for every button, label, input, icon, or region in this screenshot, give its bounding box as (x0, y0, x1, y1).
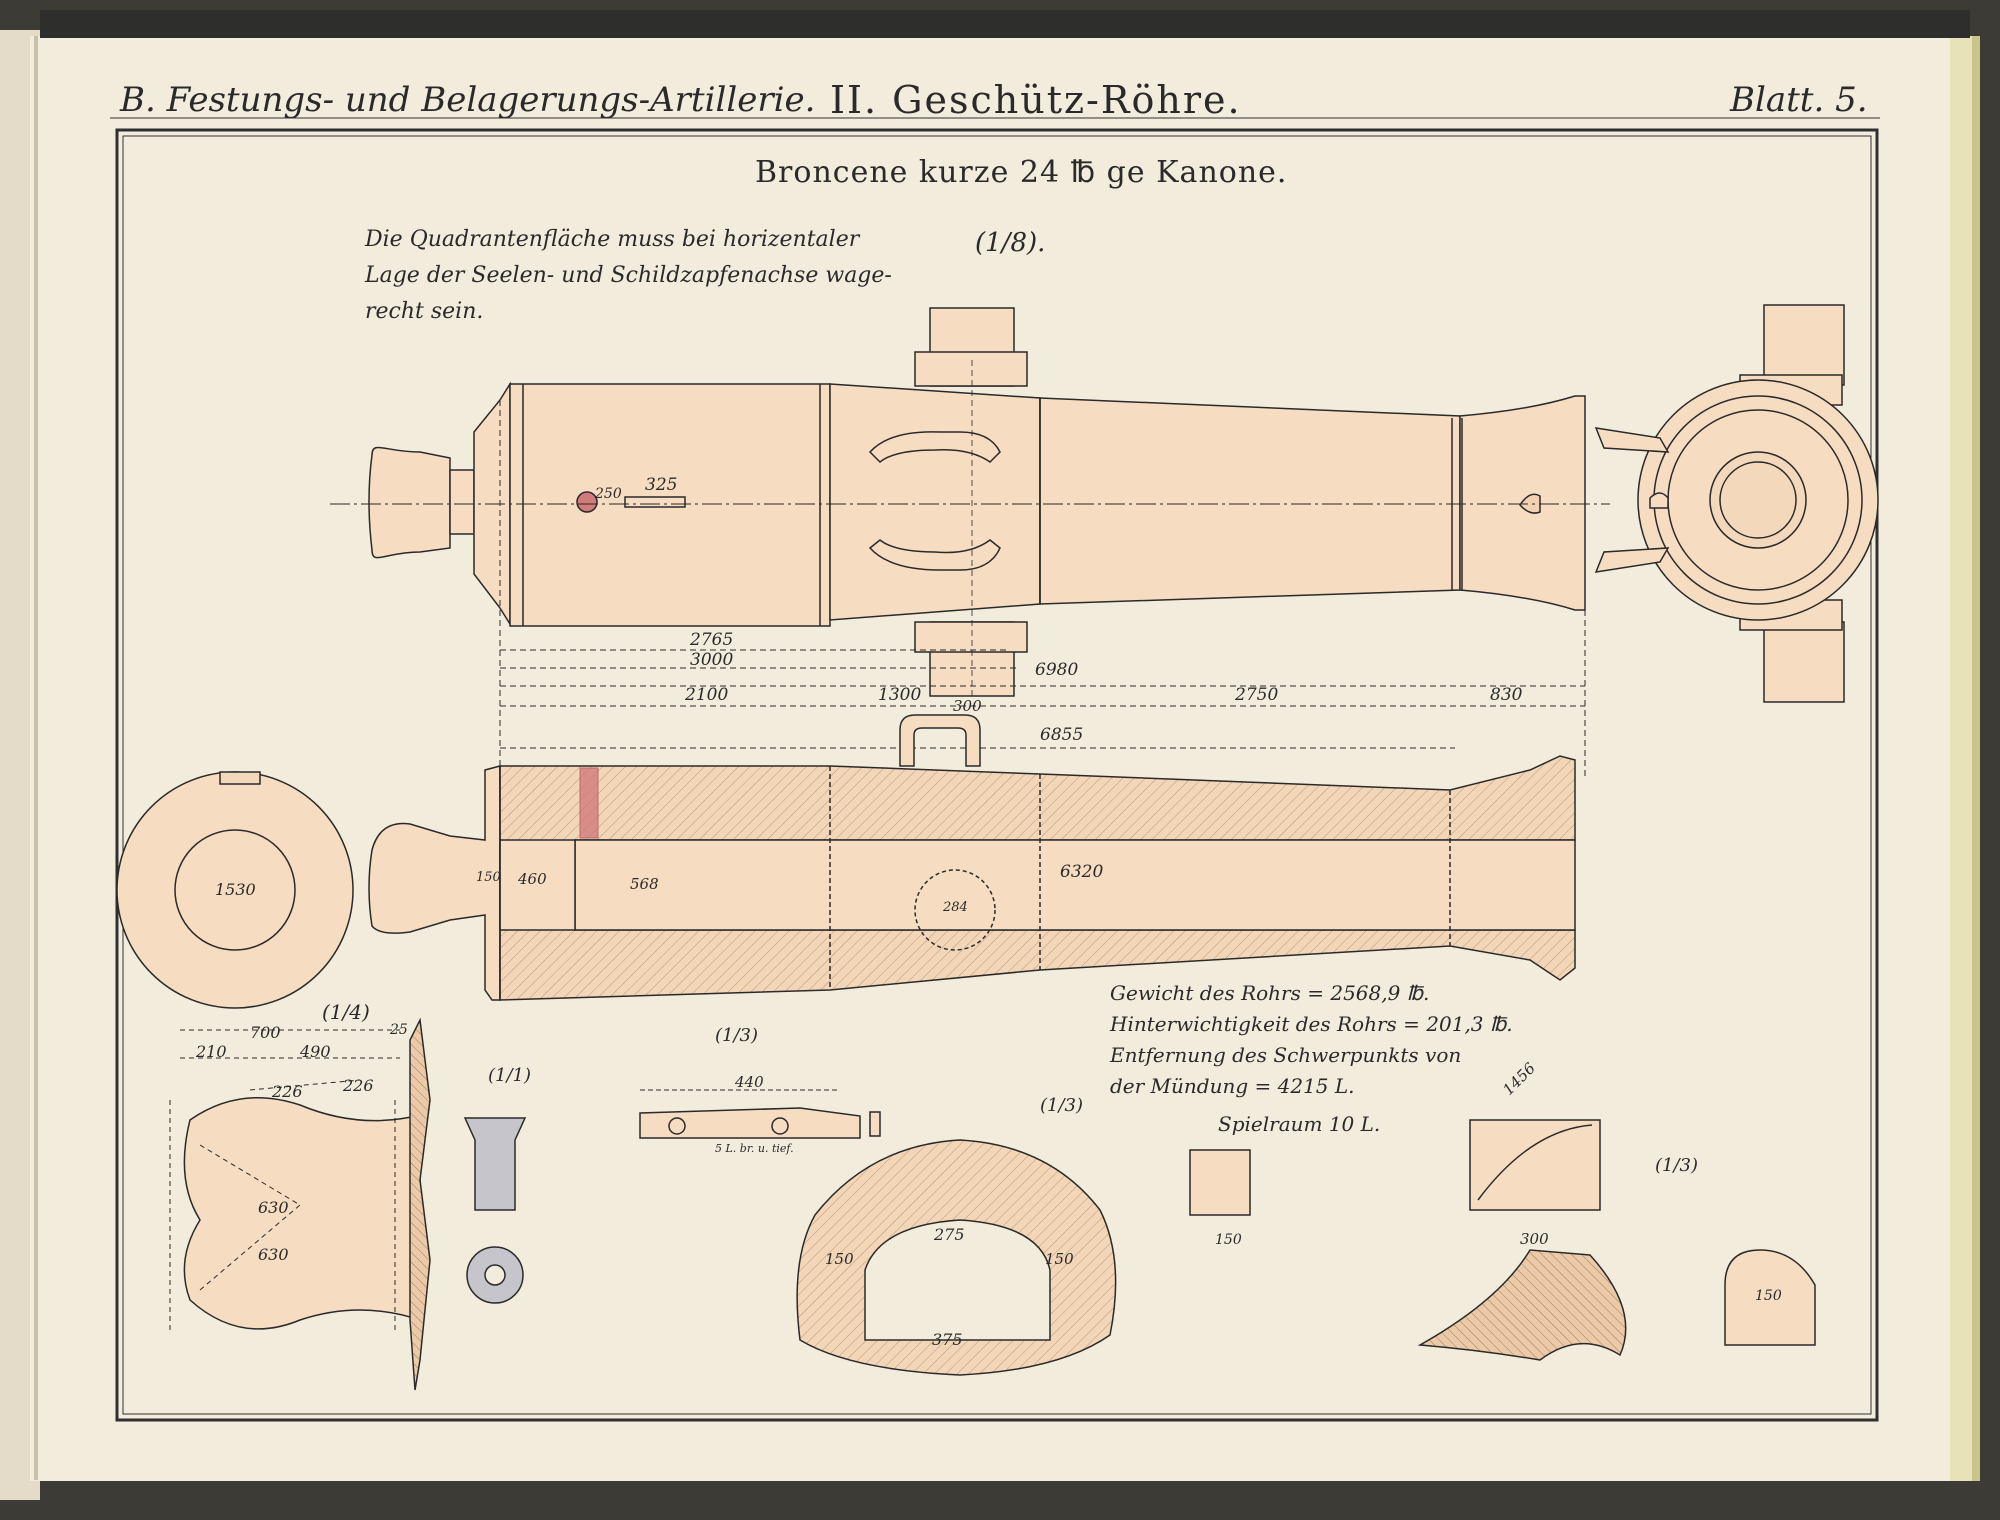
dim-label: 3000 (690, 650, 734, 670)
cannon-plan-view (368, 307, 1586, 697)
cannon-section-view (368, 714, 1576, 1001)
spec-cg-distance: Entfernung des Schwerpunkts von (1110, 1043, 1462, 1067)
section-heading: B. Festungs- und Belagerungs-Artillerie. (120, 80, 816, 120)
dim-label: 250 (595, 486, 622, 502)
sheet-number: Blatt. 5. (1730, 80, 1868, 120)
screw-detail (463, 1117, 527, 1304)
dim-label: 490 (300, 1042, 331, 1061)
note-line: Lage der Seelen- und Schildzapfenachse w… (365, 263, 892, 288)
dim-label: 375 (932, 1330, 963, 1349)
dim-label: 25 (390, 1022, 408, 1038)
dim-label: 325 (645, 475, 678, 495)
dimension-lines (499, 400, 1586, 780)
dim-label: 150 (1045, 1250, 1074, 1268)
dim-label: 2750 (1235, 685, 1279, 705)
spec-preponderance: Hinterwichtigkeit des Rohrs = 201,3 ℔. (1110, 1012, 1513, 1036)
dim-label: 2100 (685, 685, 729, 705)
dim-label: 630 (258, 1245, 289, 1264)
dim-label: 568 (630, 875, 659, 893)
dim-label: 150 (476, 870, 501, 885)
spec-cg-distance-cont: der Mündung = 4215 L. (1110, 1074, 1355, 1098)
dim-label: 460 (518, 870, 547, 888)
dim-label: 1300 (878, 685, 922, 705)
dim-label: 440 (735, 1073, 764, 1091)
dim-label: 630 (258, 1198, 289, 1217)
cannon-end-view (1594, 304, 1879, 703)
chapter-heading: II. Geschütz-Röhre. (830, 78, 1242, 122)
dim-label: 275 (934, 1225, 965, 1244)
dim-label: 6855 (1040, 725, 1084, 745)
dim-label: 210 (196, 1042, 227, 1061)
dim-label: 226 (343, 1076, 374, 1095)
plate-title: Broncene kurze 24 ℔ ge Kanone. (755, 155, 1288, 190)
scale-tag: (1/1) (488, 1065, 532, 1086)
note-line: recht sein. (365, 299, 484, 324)
dim-label: 300 (1520, 1230, 1549, 1248)
dim-label: 226 (272, 1082, 303, 1101)
dolphin-detail (169, 1017, 431, 1391)
dim-label: 830 (1490, 685, 1523, 705)
specifications-block: Gewicht des Rohrs = 2568,9 ℔. Hinterwich… (1110, 978, 1513, 1102)
note-line: Die Quadrantenfläche muss bei horizental… (365, 227, 860, 252)
dim-label: 5 L. br. u. tief. (715, 1142, 794, 1155)
scale-tag: (1/3) (1040, 1095, 1084, 1116)
bar-detail (639, 1089, 881, 1139)
spec-windage: Spielraum 10 L. (1218, 1112, 1381, 1136)
dim-label: 1530 (215, 880, 256, 899)
dim-label: 150 (1755, 1288, 1782, 1304)
main-scale-label: (1/8). (975, 228, 1046, 258)
arch-detail (796, 1139, 1251, 1376)
dim-label: 284 (943, 900, 968, 915)
dim-label: 150 (1215, 1232, 1242, 1248)
dim-label: 150 (825, 1250, 854, 1268)
dim-label: 6980 (1035, 660, 1079, 680)
scale-tag: (1/3) (715, 1025, 759, 1046)
breech-end-view (116, 771, 354, 1009)
scale-tag: (1/4) (322, 1000, 370, 1024)
scale-tag: (1/3) (1655, 1155, 1699, 1176)
sight-detail (1417, 1119, 1816, 1361)
quadrant-note: Die Quadrantenfläche muss bei horizental… (365, 222, 892, 330)
dim-label: 700 (250, 1023, 281, 1042)
dim-label: 300 (953, 697, 982, 715)
dim-label: 2765 (690, 630, 734, 650)
dim-label: 6320 (1060, 862, 1104, 882)
spec-weight: Gewicht des Rohrs = 2568,9 ℔. (1110, 981, 1430, 1005)
